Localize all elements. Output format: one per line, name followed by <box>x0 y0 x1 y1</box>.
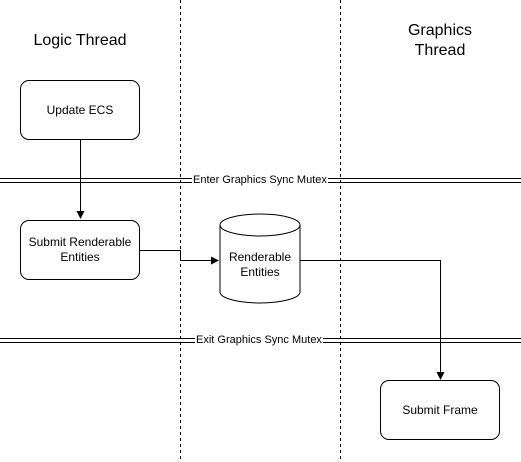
renderable-entities-cylinder <box>219 213 301 304</box>
logic-thread-title: Logic Thread <box>33 32 127 49</box>
renderable-entities-label: Renderable Entities <box>228 250 292 279</box>
arrow-renderable-to-frame <box>300 260 445 380</box>
submit-renderable-label: Submit Renderable Entities <box>28 235 132 264</box>
submit-frame-label: Submit Frame <box>402 402 478 417</box>
arrow-submit-to-renderable <box>140 250 219 265</box>
submit-frame-node[interactable]: Submit Frame <box>380 380 500 440</box>
update-ecs-label: Update ECS <box>46 102 114 117</box>
update-ecs-node[interactable]: Update ECS <box>20 80 140 140</box>
submit-renderable-node[interactable]: Submit Renderable Entities <box>20 220 140 280</box>
enter-mutex-label: Enter Graphics Sync Mutex <box>192 174 328 187</box>
graphics-thread-title: Graphics Thread <box>407 22 473 59</box>
exit-mutex-label: Exit Graphics Sync Mutex <box>195 334 323 347</box>
